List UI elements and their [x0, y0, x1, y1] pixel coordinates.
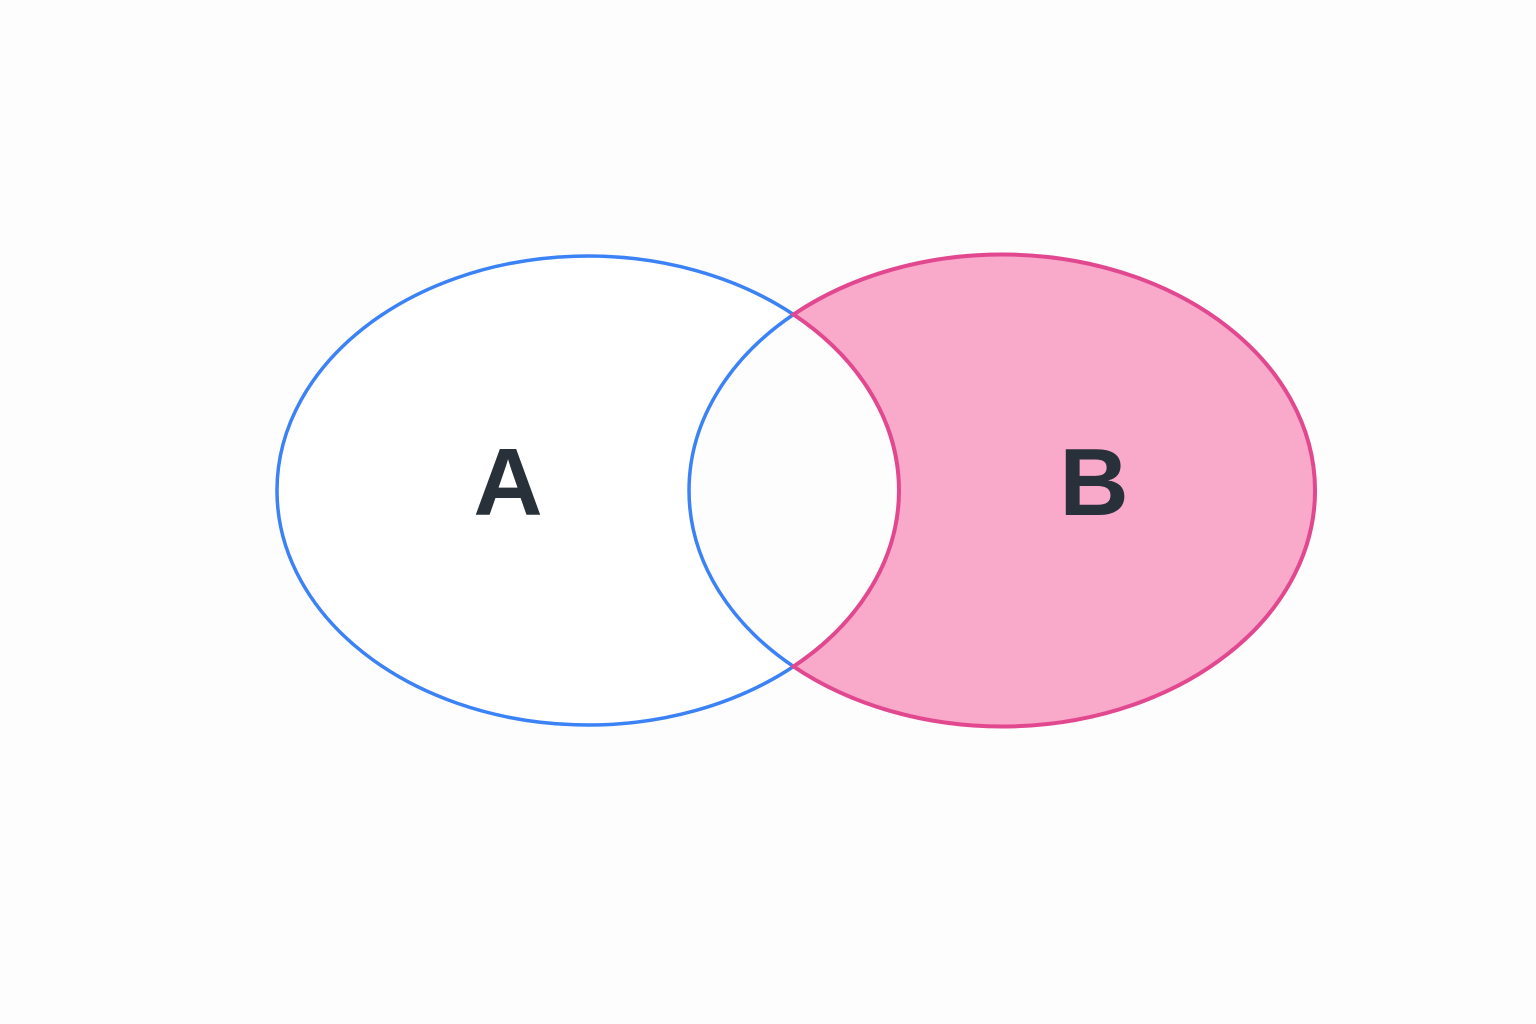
set-a-region — [275, 254, 797, 727]
set-a-label: A — [473, 429, 542, 536]
set-b-label: B — [1059, 429, 1128, 536]
set-b-region — [789, 252, 1318, 729]
